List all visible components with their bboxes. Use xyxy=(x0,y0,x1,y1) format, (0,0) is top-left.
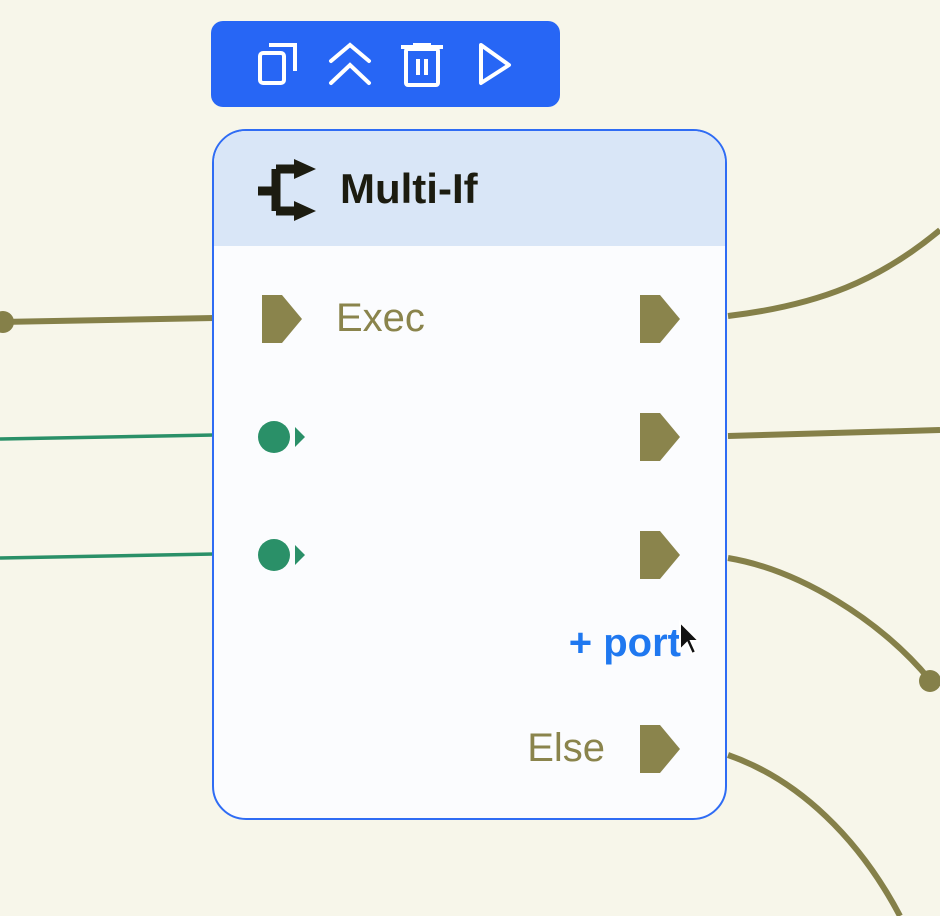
add-port-button[interactable]: + port xyxy=(568,621,681,665)
node-header[interactable]: Multi-If xyxy=(214,131,725,246)
multi-if-node[interactable]: Multi-If Exec + port Else xyxy=(212,129,727,820)
data-wire-in-2 xyxy=(0,552,215,560)
exec-wire-out-1 xyxy=(727,227,940,319)
mouse-cursor-icon xyxy=(679,620,700,656)
wire-joint xyxy=(919,670,940,692)
exec-input-port[interactable] xyxy=(262,295,302,343)
duplicate-icon[interactable] xyxy=(255,41,301,87)
exec-wire-out-else xyxy=(727,752,903,916)
branch-output-port-1[interactable] xyxy=(640,413,680,461)
else-output-port[interactable] xyxy=(640,725,680,773)
branch-icon xyxy=(258,159,316,221)
exec-wire-out-3 xyxy=(727,555,933,682)
exec-output-port[interactable] xyxy=(640,295,680,343)
trash-icon[interactable] xyxy=(399,41,445,87)
play-icon[interactable] xyxy=(473,41,519,87)
exec-wire-in xyxy=(0,315,215,325)
wire-joint xyxy=(0,311,14,333)
data-wire-in-1 xyxy=(0,433,215,441)
branch-output-port-2[interactable] xyxy=(640,531,680,579)
chevrons-up-icon[interactable] xyxy=(327,41,373,87)
exec-label: Exec xyxy=(336,296,425,340)
else-label: Else xyxy=(527,726,605,770)
exec-wire-out-2 xyxy=(727,427,940,439)
node-title: Multi-If xyxy=(340,165,478,212)
node-toolbar xyxy=(211,21,560,107)
condition-input-port-1[interactable] xyxy=(258,413,306,461)
condition-input-port-2[interactable] xyxy=(258,531,306,579)
